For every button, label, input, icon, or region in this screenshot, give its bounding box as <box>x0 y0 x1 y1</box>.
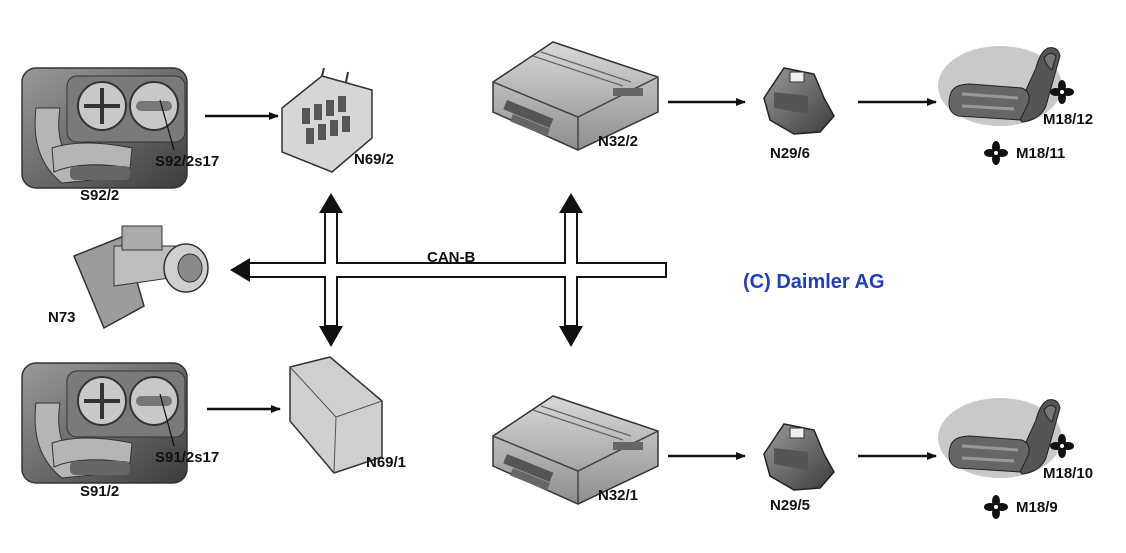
fan-icon <box>984 141 1008 165</box>
label-can-b: CAN-B <box>427 249 476 266</box>
label-m18-12: M18/12 <box>1043 111 1094 128</box>
bus-arrow-up-n69-2 <box>319 193 343 213</box>
label-n32-2: N32/2 <box>598 133 639 150</box>
label-s92-2: S92/2 <box>80 187 120 204</box>
motor-n29-6-icon <box>763 67 835 135</box>
camera-n73-icon <box>73 225 209 329</box>
motor-n29-5-icon <box>763 423 835 491</box>
label-m18-9: M18/9 <box>1016 499 1058 516</box>
label-s91-2s17: S91/2s17 <box>155 449 220 466</box>
label-s91-2: S91/2 <box>80 483 120 500</box>
bus-arrow-up-n32-2 <box>559 193 583 213</box>
copyright-notice: (C) Daimler AG <box>743 271 885 293</box>
label-n32-1: N32/1 <box>598 487 639 504</box>
label-n69-2: N69/2 <box>354 151 395 168</box>
bus-arrow-down-n32-1 <box>559 326 583 347</box>
bus-arrow-left <box>230 258 250 282</box>
bus-arrow-down-n69-1 <box>319 326 343 347</box>
label-n29-5: N29/5 <box>770 497 811 514</box>
label-n29-6: N29/6 <box>770 145 811 162</box>
label-m18-11: M18/11 <box>1016 145 1066 162</box>
label-s92-2s17: S92/2s17 <box>155 153 220 170</box>
seat-adjustment-switch-icon <box>20 66 189 190</box>
fan-icon <box>984 495 1008 519</box>
can-b-bus <box>230 193 667 347</box>
label-n73: N73 <box>48 309 76 326</box>
label-m18-10: M18/10 <box>1043 465 1094 482</box>
label-n69-1: N69/1 <box>366 454 407 471</box>
